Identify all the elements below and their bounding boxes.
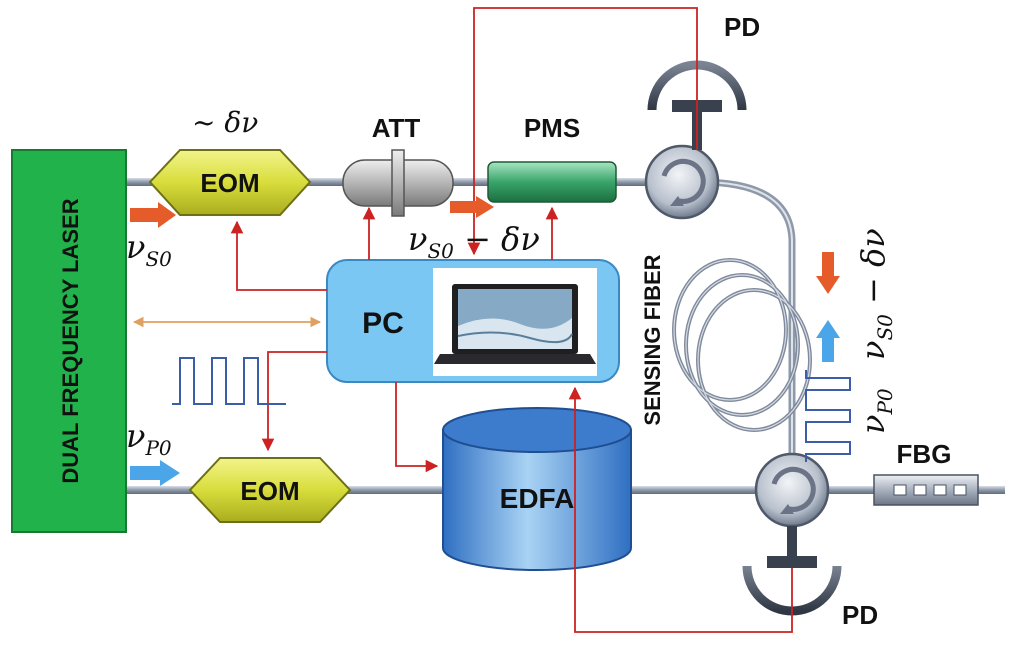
eom-bottom-label: EOM	[240, 476, 299, 506]
circulator-bottom	[754, 452, 830, 528]
eom-top-label: EOM	[200, 168, 259, 198]
arrow-signal-down	[816, 252, 840, 294]
ctrl-pc-to-eom-bottom	[261, 351, 327, 452]
fiber-right-vertical-highlight	[699, 181, 793, 470]
pd-bottom-label: PD	[842, 600, 878, 630]
arrow-pump-left	[130, 460, 180, 486]
arrow-signal-left	[130, 202, 176, 228]
att-label: ATT	[372, 113, 421, 143]
sensing-fiber-label: SENSING FIBER	[640, 254, 665, 425]
arrow-pump-up	[816, 320, 840, 362]
pms-label: PMS	[524, 113, 580, 143]
ctrl-pd-top-to-pc	[467, 7, 698, 256]
laptop-icon	[433, 268, 597, 376]
pc-label: PC	[362, 307, 404, 340]
fiber-right-vertical	[699, 178, 796, 470]
nu-s0-minus-delta-label: νS0 − δν	[408, 220, 540, 263]
dual-frequency-laser	[11, 149, 127, 533]
ctrl-pd-bottom-to-pc	[568, 386, 793, 633]
attenuator	[342, 149, 454, 217]
circulator-top	[644, 144, 720, 220]
fbg-label: FBG	[897, 439, 952, 469]
polarization-scrambler	[487, 161, 617, 203]
laser-label: DUAL FREQUENCY LASER	[58, 198, 83, 483]
pulse-train-right	[805, 370, 851, 462]
edfa-amplifier	[442, 407, 632, 571]
nu-p0-label: νP0	[126, 417, 172, 460]
ctrl-pc-to-eom-top	[230, 220, 327, 291]
right-nu-s0-minus-delta-label: νS0 − δν	[854, 228, 897, 360]
fiber-bragg-grating	[873, 474, 979, 506]
arrow-signal-shift	[450, 196, 494, 218]
control-lines	[230, 7, 793, 633]
pd-top-label: PD	[724, 12, 760, 42]
delta-nu-modulation-label: ~ δν	[192, 106, 258, 139]
nu-s0-label: νS0	[126, 228, 172, 271]
eom-bottom	[188, 457, 352, 523]
pulse-train-left	[172, 357, 286, 405]
right-nu-p0-label: νP0	[854, 388, 897, 434]
ctrl-pc-to-edfa	[395, 382, 439, 473]
edfa-label: EDFA	[500, 483, 575, 514]
eom-top	[148, 149, 312, 216]
